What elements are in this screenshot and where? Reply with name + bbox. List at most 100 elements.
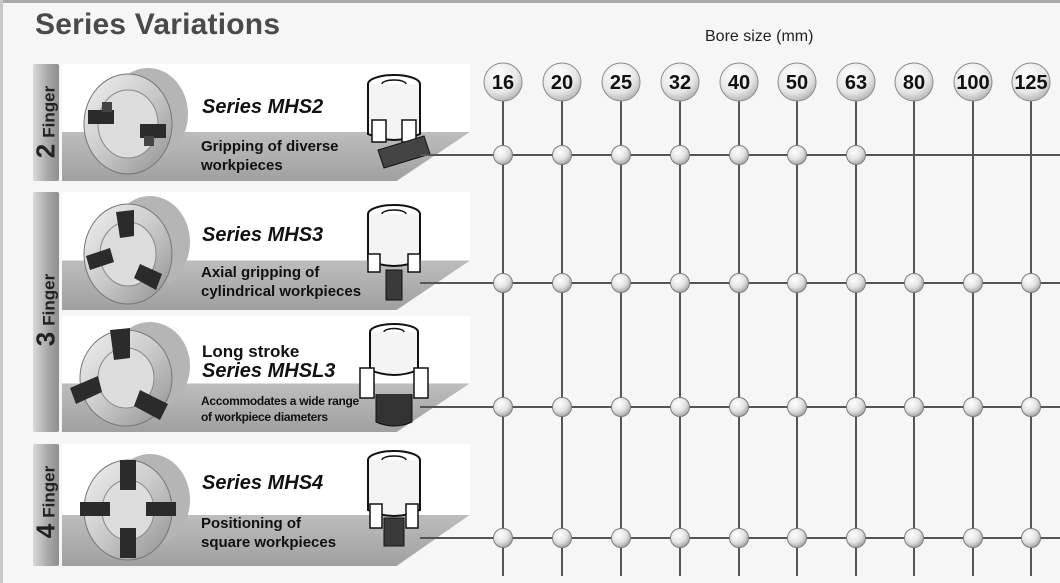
availability-node [611,397,631,417]
bore-size-header: 125 [1011,62,1051,102]
availability-node [670,528,690,548]
bore-size-value: 25 [610,72,632,94]
bore-size-header: 20 [542,62,582,102]
series-name-mhs2: Series MHS2 [202,96,324,118]
description-line: Accommodates a wide range [201,394,359,408]
availability-node [670,397,690,417]
availability-node [846,397,866,417]
bore-size-circle [719,62,759,102]
gripper-3-finger-diagram [367,204,421,301]
bore-size-header: 50 [777,62,817,102]
series-name-mhs3: Series MHS3 [202,224,324,246]
bore-size-header: 32 [660,62,700,102]
group-bar-2-finger [33,64,59,181]
availability-node [963,273,983,293]
description-line: cylindrical workpieces [201,283,362,300]
availability-node [963,397,983,417]
bore-size-value: 32 [669,72,691,94]
bore-size-circle [1011,62,1051,102]
bore-size-header: 100 [953,62,993,102]
availability-node [552,528,572,548]
availability-node [493,528,513,548]
description-line: Axial gripping of [201,264,320,281]
description-line: Gripping of diverse [201,138,339,155]
availability-node [611,273,631,293]
frame-top-border [0,0,1060,3]
availability-node [493,145,513,165]
availability-node [670,273,690,293]
gripper-3-finger-photo [83,196,190,305]
availability-node [904,273,924,293]
series-description-mhsl3: Accommodates a wide range of workpiece d… [201,393,359,425]
bore-size-circle [894,62,934,102]
description-line: workpieces [201,157,283,174]
group-bar-3-finger [33,192,59,432]
availability-node [611,528,631,548]
availability-node [787,528,807,548]
availability-node [1021,273,1041,293]
gripper-long-stroke-3-finger-photo [70,322,190,427]
bore-size-circle [542,62,582,102]
description-line: Positioning of [201,515,301,532]
availability-node [904,397,924,417]
bore-size-circle [836,62,876,102]
series-description-mhs3: Axial gripping of cylindrical workpieces [201,263,361,301]
availability-node [493,397,513,417]
availability-node [552,145,572,165]
bore-size-label: Bore size (mm) [705,28,814,45]
bore-size-value: 100 [956,72,989,94]
bore-size-header: 80 [894,62,934,102]
bore-size-header: 40 [719,62,759,102]
bore-size-value: 40 [728,72,750,94]
bore-size-header: 63 [836,62,876,102]
availability-node [552,273,572,293]
bore-size-value: 20 [551,72,573,94]
series-description-mhs2: Gripping of diverse workpieces [201,137,339,175]
availability-node [729,145,749,165]
availability-node [729,397,749,417]
group-bar-4-finger [33,444,59,566]
availability-node [963,528,983,548]
gripper-2-finger-photo [83,68,188,175]
page-title: Series Variations [35,8,281,41]
series-name-mhs4: Series MHS4 [202,472,324,494]
gripper-2-finger-diagram [367,74,431,169]
availability-node [1021,397,1041,417]
gripper-4-finger-diagram [367,450,421,547]
bore-size-circle [777,62,817,102]
bore-size-value: 16 [492,72,514,94]
gripper-4-finger-photo [80,454,190,561]
availability-node [904,528,924,548]
availability-node [1021,528,1041,548]
availability-node [552,397,572,417]
series-name-mhsl3: Series MHSL3 [202,360,336,382]
availability-node [787,145,807,165]
bore-size-circle [660,62,700,102]
availability-node [787,397,807,417]
availability-node [846,273,866,293]
bore-size-circle [483,62,523,102]
series-prefix-long-stroke: Long stroke [202,342,300,361]
gripper-long-stroke-3-finger-diagram [359,323,429,427]
availability-node [729,273,749,293]
bore-size-value: 63 [845,72,867,94]
availability-node [846,528,866,548]
series-description-mhs4: Positioning of square workpieces [201,514,336,552]
description-line: of workpiece diameters [201,410,328,424]
availability-node [493,273,513,293]
bore-size-header: 25 [601,62,641,102]
bore-size-circle [953,62,993,102]
bore-size-value: 50 [786,72,808,94]
availability-node [846,145,866,165]
availability-node [670,145,690,165]
bore-size-value: 80 [903,72,925,94]
frame-left-border [0,0,3,583]
description-line: square workpieces [201,534,337,551]
availability-node [611,145,631,165]
availability-node [729,528,749,548]
bore-size-header: 16 [483,62,523,102]
bore-size-value: 125 [1014,72,1047,94]
bore-size-circle [601,62,641,102]
availability-node [787,273,807,293]
